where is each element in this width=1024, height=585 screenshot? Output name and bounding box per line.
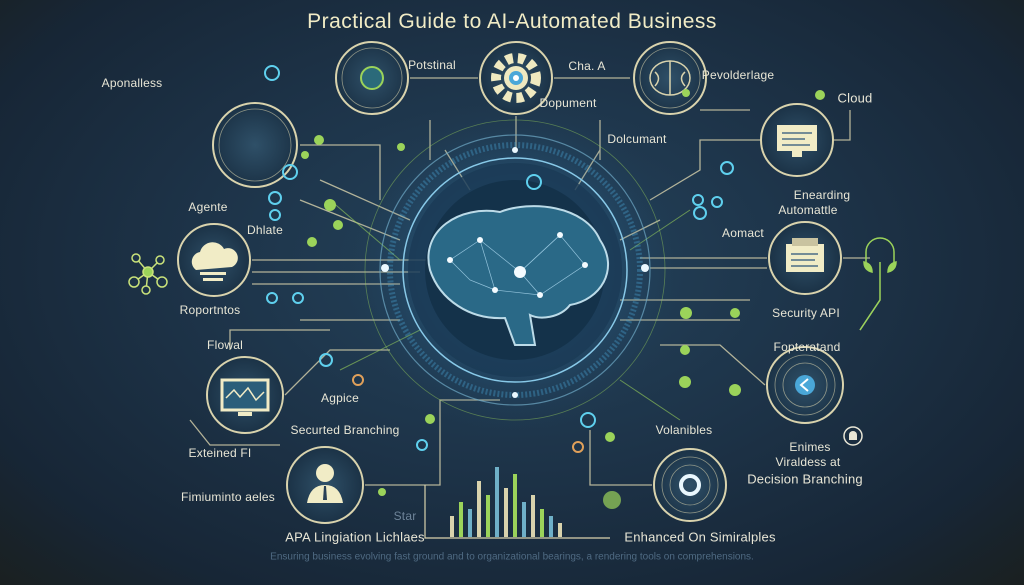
monitor-icon <box>777 125 817 157</box>
chart-bar <box>459 502 463 537</box>
label-automattle: Automattle <box>778 203 838 217</box>
label-agpice: Agpice <box>321 391 359 405</box>
label-potstinal: Potstinal <box>408 58 456 72</box>
label-roportntos: Roportntos <box>179 303 241 317</box>
chart-bar <box>504 488 508 537</box>
lock-icon <box>843 426 863 446</box>
chart-bar <box>477 481 481 537</box>
label-fopteratand: Fopteratand <box>773 340 841 354</box>
label-enhanced: Enhanced On Simiralples <box>624 529 776 545</box>
caption: Ensuring business evolving fast ground a… <box>270 551 754 563</box>
label-security-api: Security API <box>772 306 840 320</box>
label-dopument: Dopument <box>539 96 597 110</box>
cloud-icon <box>191 242 238 281</box>
label-aomact: Aomact <box>722 226 764 240</box>
label-decision-branching: Decision Branching <box>747 471 863 487</box>
label-viraldess-at: Viraldess at <box>775 455 841 469</box>
label-agente: Agente <box>188 200 228 214</box>
bar-chart <box>424 467 610 539</box>
label-pevolderlage: Pevolderlage <box>701 68 775 82</box>
chart-bar <box>531 495 535 537</box>
page-title: Practical Guide to AI-Automated Business <box>307 10 717 33</box>
label-volanibles: Volanibles <box>655 423 713 437</box>
gear-icon <box>491 53 541 103</box>
glow-dots <box>264 65 825 509</box>
leaf-plug-icon <box>859 237 897 331</box>
settings-ring-icon <box>679 474 701 496</box>
compass-icon <box>795 375 815 395</box>
label-exteined-fi: Exteined FI <box>188 446 252 460</box>
label-cloud: Cloud <box>837 90 873 106</box>
label-dolcumant: Dolcumant <box>607 132 667 146</box>
chart-bar <box>513 474 517 537</box>
user-icon <box>307 464 343 503</box>
label-dhlate: Dhlate <box>247 223 283 237</box>
chart-bar <box>549 516 553 537</box>
chart-bar <box>468 509 472 537</box>
chart-bar <box>522 502 526 537</box>
brain-icon <box>427 205 610 346</box>
chart-bar <box>540 509 544 537</box>
label-aponalless: Aponalless <box>101 76 163 90</box>
label-enimes: Enimes <box>789 440 831 454</box>
chart-bar <box>558 523 562 537</box>
brain-outline-icon <box>649 60 691 96</box>
chart-monitor-icon <box>220 378 270 416</box>
target-icon <box>360 66 384 90</box>
label-enearding: Enearding <box>793 188 851 202</box>
document-icon <box>786 238 824 272</box>
chart-bar <box>450 516 454 537</box>
label-flowal: Flowal <box>207 338 243 352</box>
network-icon <box>128 253 168 295</box>
chart-bar <box>486 495 490 537</box>
label-securted-branching: Securted Branching <box>290 423 400 437</box>
label-cha-a: Cha. A <box>568 59 606 73</box>
label-apa-lingiation: APA Lingiation Lichlaes <box>285 529 425 545</box>
label-fimiuminto-aeles: Fimiuminto aeles <box>181 490 275 504</box>
chart-label-star: Star <box>393 509 417 523</box>
chart-bar <box>495 467 499 537</box>
